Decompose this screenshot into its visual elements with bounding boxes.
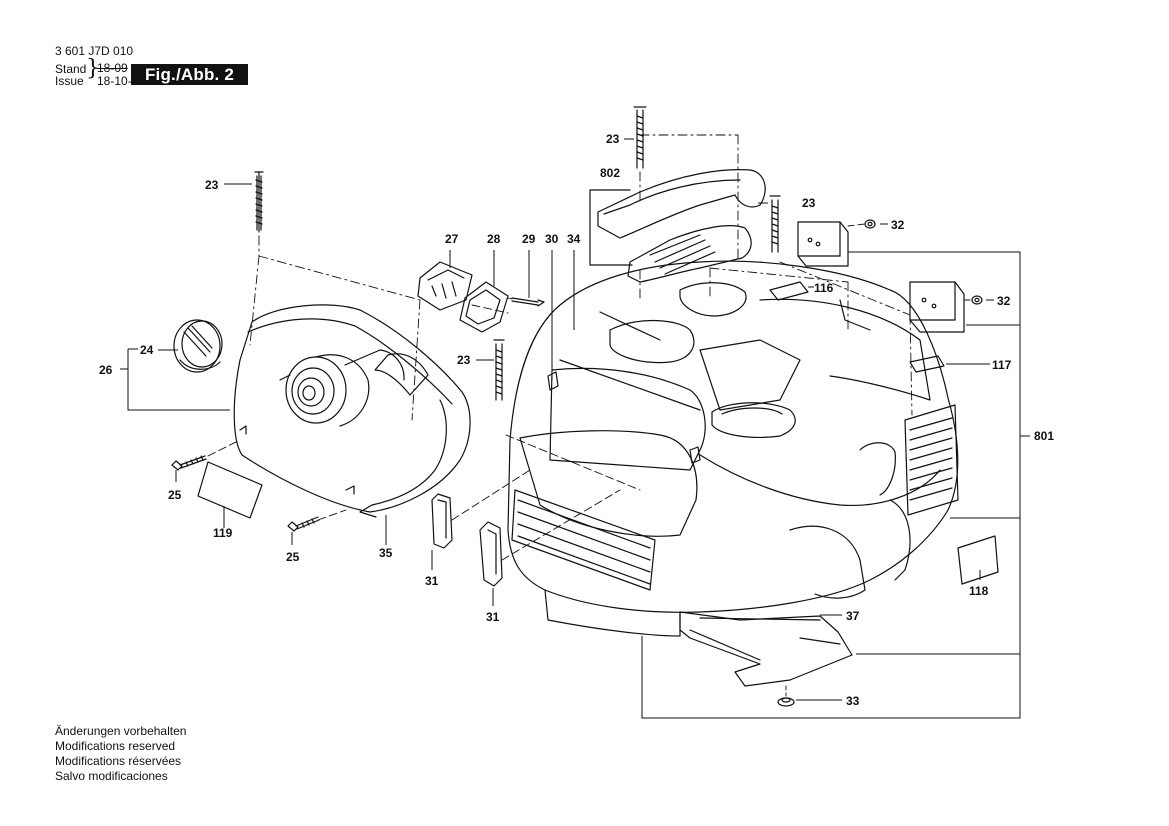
callout-26: 26: [99, 363, 113, 377]
callout-801: 801: [1034, 429, 1054, 443]
callout-31-right: 31: [486, 610, 500, 624]
callout-117: 117: [992, 358, 1012, 372]
long-screw-top: [633, 106, 647, 169]
long-screw-left: [254, 171, 264, 233]
reel: [279, 349, 405, 427]
figure-badge: Fig./Abb. 2: [131, 64, 248, 85]
washer-32b: [971, 295, 983, 305]
footer-line-fr: Modifications réservées: [55, 754, 182, 768]
issue-label: Issue: [55, 74, 84, 88]
pad-32a: [797, 221, 849, 267]
callout-118: 118: [969, 584, 989, 598]
callout-24: 24: [140, 343, 154, 357]
footer-line-en: Modifications reserved: [55, 739, 176, 753]
callout-37: 37: [846, 609, 860, 623]
doc-number: 3 601 J7D 010: [55, 44, 134, 58]
clip-31a: [431, 493, 453, 549]
brace-icon: }: [86, 56, 100, 81]
screw-25a: [171, 455, 207, 471]
callout-31-left: 31: [425, 574, 439, 588]
callout-23-right: 23: [802, 196, 816, 210]
callout-802: 802: [600, 166, 620, 180]
old-date: 18-09: [97, 61, 128, 75]
callout-32-upper: 32: [891, 218, 905, 232]
label-119: [197, 461, 263, 519]
callout-25-upper: 25: [168, 488, 182, 502]
long-screw-right: [769, 195, 781, 253]
bottom-plate-37: [679, 611, 853, 687]
holder-28: [459, 281, 509, 333]
label-118: [957, 535, 999, 585]
main-housing-801: [507, 260, 959, 637]
callout-35: 35: [379, 546, 393, 560]
footer-line-es: Salvo modificaciones: [55, 769, 168, 783]
foot-33: [777, 697, 795, 707]
callout-30: 30: [545, 232, 559, 246]
switch-27: [417, 261, 473, 311]
footer-notice: Änderungen vorbehalten Modifications res…: [55, 724, 186, 784]
knob-24: [173, 319, 223, 373]
stand-label: Stand: [55, 62, 87, 76]
callout-28: 28: [487, 232, 501, 246]
label-116: [769, 281, 809, 301]
callout-27: 27: [445, 232, 459, 246]
callout-29: 29: [522, 232, 536, 246]
screw-25b: [287, 516, 320, 532]
callout-116: 116: [814, 281, 834, 295]
callout-33: 33: [846, 694, 860, 708]
callout-119: 119: [213, 526, 233, 540]
callout-23-center: 23: [457, 353, 471, 367]
screw-29: [511, 297, 545, 307]
callout-23-left: 23: [205, 178, 219, 192]
pad-32b: [909, 281, 965, 333]
handle-802: [597, 169, 766, 283]
long-screw-center: [493, 339, 505, 401]
callout-32-lower: 32: [997, 294, 1011, 308]
callout-25-lower: 25: [286, 550, 300, 564]
callout-23-top: 23: [606, 132, 620, 146]
label-117: [909, 355, 945, 373]
clip-31b: [479, 521, 503, 587]
callout-34: 34: [567, 232, 581, 246]
cover-35: [233, 304, 471, 518]
washer-32a: [864, 219, 876, 229]
footer-line-de: Änderungen vorbehalten: [55, 724, 187, 738]
